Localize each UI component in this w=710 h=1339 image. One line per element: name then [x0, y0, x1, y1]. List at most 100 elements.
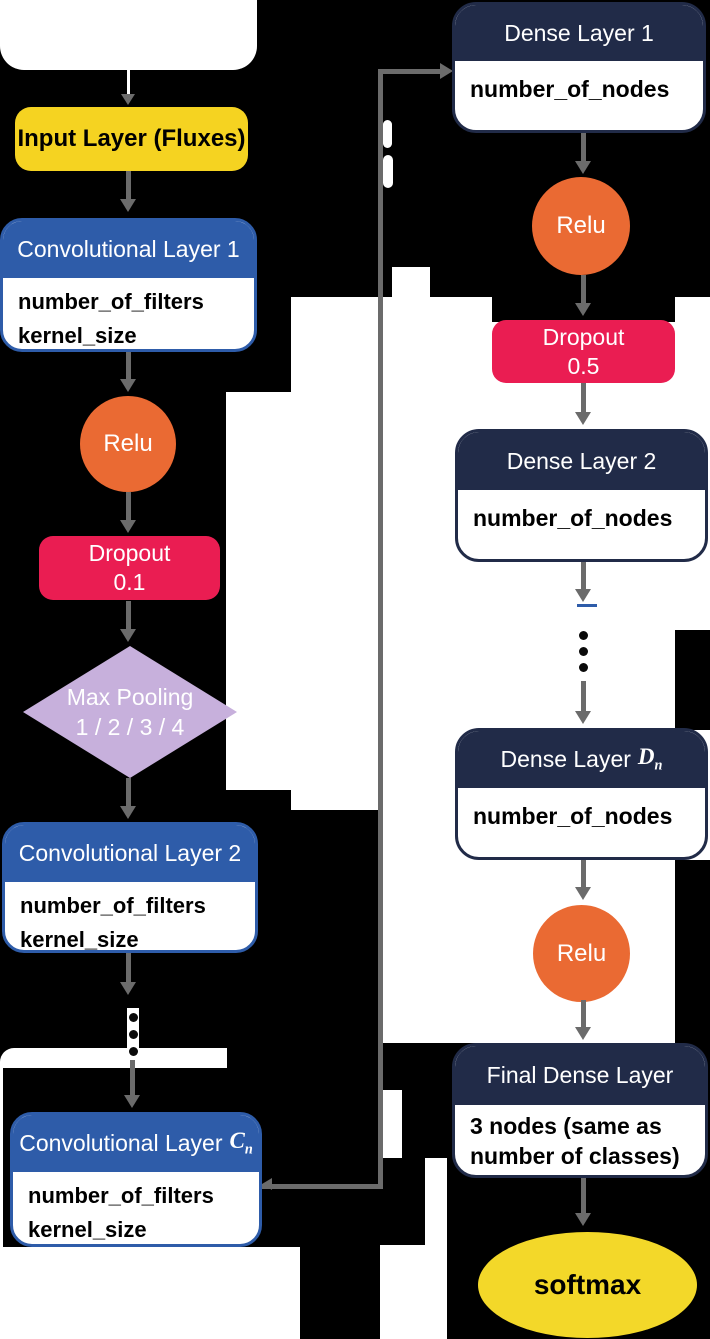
- conv-layer-1-node: Convolutional Layer 1 number_of_filters …: [0, 218, 257, 352]
- conv-layer-2-param-kernel: kernel_size: [20, 927, 139, 952]
- flow-arrowhead: [120, 199, 136, 212]
- top-stub-arrowhead: [121, 94, 135, 105]
- background-patch: [226, 392, 300, 790]
- flow-arrow-line: [581, 562, 586, 591]
- dense-layer-n-math-var: Dn: [637, 744, 663, 774]
- conv-layer-1-param-filters: number_of_filters: [18, 289, 204, 314]
- background-patch: [0, 1068, 3, 1247]
- conv-layer-n-node: Convolutional Layer Cn number_of_filters…: [10, 1112, 262, 1247]
- dense-layer-n-title: Dense Layer Dn: [458, 731, 705, 788]
- flow-arrow-line: [581, 275, 586, 305]
- flow-arrowhead: [575, 161, 591, 174]
- flow-arrowhead: [120, 520, 136, 533]
- connector-bottom-horizontal-line: [262, 1184, 383, 1189]
- flow-arrow-line: [581, 133, 586, 163]
- flow-arrowhead: [575, 303, 591, 316]
- connector-arrowhead-into-dense1: [440, 63, 453, 79]
- conv-layer-1-title: Convolutional Layer 1: [3, 221, 254, 278]
- relu-node-3: Relu: [533, 905, 630, 1002]
- ellipsis-dot: [579, 647, 588, 656]
- conv-layer-2-node: Convolutional Layer 2 number_of_filters …: [2, 822, 258, 953]
- relu-label: Relu: [556, 212, 606, 239]
- background-patch: [380, 297, 710, 1043]
- dense-layer-n-node: Dense Layer Dn number_of_nodes: [455, 728, 708, 860]
- max-pooling-node: Max Pooling 1 / 2 / 3 / 4: [23, 646, 237, 778]
- dropout-label: Dropout: [542, 323, 625, 350]
- ellipsis-dot: [579, 663, 588, 672]
- flow-arrowhead: [124, 1095, 140, 1108]
- final-dense-layer-node: Final Dense Layer 3 nodes (same as numbe…: [452, 1043, 708, 1178]
- conv-layer-2-param-filters: number_of_filters: [20, 893, 206, 918]
- flow-arrow-line: [581, 1178, 586, 1215]
- final-dense-param-line2: number of classes): [470, 1143, 680, 1169]
- connector-arrowhead-at-convn: [262, 1178, 272, 1190]
- flow-arrowhead: [575, 887, 591, 900]
- conv-layer-1-param-kernel: kernel_size: [18, 323, 137, 348]
- conv-layer-2-title: Convolutional Layer 2: [5, 825, 255, 882]
- flow-arrowhead: [575, 1027, 591, 1040]
- relu-node-1: Relu: [80, 396, 176, 492]
- final-dense-layer-title: Final Dense Layer: [455, 1046, 705, 1105]
- flow-arrow-line: [126, 171, 131, 201]
- softmax-node: softmax: [478, 1232, 697, 1338]
- dense-layer-1-node: Dense Layer 1 number_of_nodes: [452, 2, 706, 133]
- ellipsis-dot: [579, 631, 588, 640]
- ellipsis-dot: [129, 1047, 138, 1056]
- dropout-node-2: Dropout 0.5: [492, 320, 675, 383]
- flow-arrow-line: [581, 1000, 586, 1029]
- flow-arrowhead: [120, 982, 136, 995]
- conv-layer-n-param-kernel: kernel_size: [28, 1217, 147, 1242]
- flow-arrow-line: [126, 352, 131, 381]
- flow-arrow-line: [126, 953, 131, 984]
- dense-layer-2-title: Dense Layer 2: [458, 432, 705, 490]
- flow-arrow-line: [126, 601, 131, 630]
- dropout-node-1: Dropout 0.1: [39, 536, 220, 600]
- relu-label: Relu: [556, 939, 607, 967]
- max-pooling-label: Max Pooling: [66, 684, 194, 710]
- flow-arrow-line: [581, 681, 586, 713]
- dense-layer-1-param-nodes: number_of_nodes: [470, 76, 670, 102]
- background-patch: [675, 630, 710, 730]
- conv-layer-n-math-var: Cn: [229, 1128, 253, 1158]
- relu-node-2: Relu: [532, 177, 630, 275]
- input-layer-label: Input Layer (Fluxes): [17, 125, 246, 152]
- flow-arrowhead: [575, 1213, 591, 1226]
- background-patch: [291, 297, 395, 810]
- dense-layer-2-param-nodes: number_of_nodes: [473, 505, 673, 531]
- flow-arrow-line: [126, 778, 131, 807]
- dense-layer-2-node: Dense Layer 2 number_of_nodes: [455, 429, 708, 562]
- conv-layer-n-param-filters: number_of_filters: [28, 1183, 214, 1208]
- dense-layer-n-title-prefix: Dense Layer: [500, 746, 631, 772]
- background-patch: [380, 1245, 447, 1339]
- background-patch: [392, 267, 430, 297]
- softmax-label: softmax: [533, 1269, 642, 1300]
- connector-break-mark: [383, 120, 392, 148]
- conv-layer-n-title-prefix: Convolutional Layer: [19, 1130, 223, 1156]
- input-layer-node: Input Layer (Fluxes): [15, 107, 248, 171]
- connector-vertical-line: [378, 69, 383, 1187]
- dense-layer-1-title: Dense Layer 1: [455, 5, 703, 61]
- background-patch: [0, 0, 257, 70]
- conv-layer-n-title: Convolutional Layer Cn: [13, 1115, 259, 1172]
- final-dense-param-line1: 3 nodes (same as: [470, 1113, 662, 1139]
- background-patch: [380, 1090, 402, 1158]
- top-stub-line: [127, 70, 130, 102]
- dense-layer-n-param-nodes: number_of_nodes: [473, 803, 673, 829]
- flow-arrowhead: [120, 629, 136, 642]
- ellipsis-dot: [129, 1013, 138, 1022]
- flow-arrowhead: [575, 589, 591, 602]
- flow-arrowhead: [120, 379, 136, 392]
- background-patch: [425, 1158, 447, 1245]
- dropout-rate: 0.5: [567, 352, 600, 379]
- connector-break-mark: [383, 155, 393, 188]
- flow-arrow-line: [581, 383, 586, 414]
- background-patch: [0, 1048, 227, 1068]
- flow-arrowhead: [575, 711, 591, 724]
- flow-arrow-line: [130, 1060, 135, 1097]
- flow-arrow-line: [126, 492, 131, 522]
- flow-arrowhead: [120, 806, 136, 819]
- background-patch: [0, 1247, 300, 1339]
- relu-label: Relu: [103, 430, 153, 457]
- background-patch: [675, 860, 710, 1043]
